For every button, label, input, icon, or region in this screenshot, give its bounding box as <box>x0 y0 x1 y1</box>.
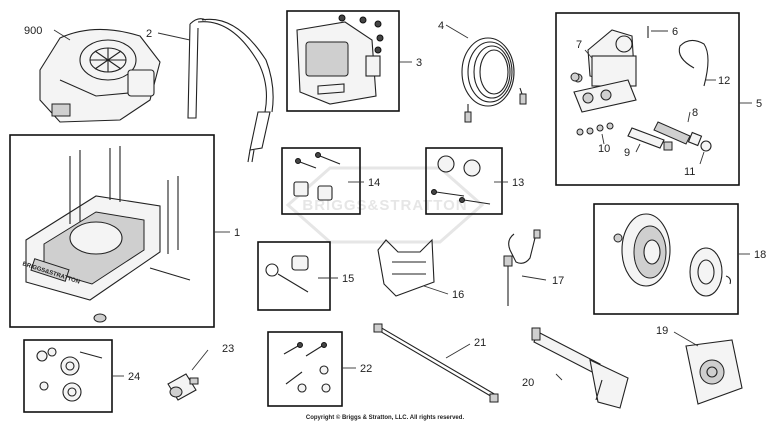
copyright-text: Copyright © Briggs & Stratton, LLC. All … <box>306 414 465 421</box>
callout-13: 13 <box>512 177 524 189</box>
part-20-spray-gun[interactable] <box>531 327 629 409</box>
part-12-hose-tube[interactable] <box>678 39 709 87</box>
callout-14: 14 <box>368 177 380 189</box>
callout-5: 5 <box>756 98 762 110</box>
part-13-wheel-hardware[interactable] <box>431 155 491 205</box>
box-14 <box>281 147 361 215</box>
callout-11: 11 <box>684 166 695 178</box>
part-7-pump-cap[interactable] <box>570 72 580 82</box>
part-14-handle-hardware[interactable] <box>293 152 341 201</box>
callout-16: 16 <box>452 289 464 301</box>
callout-1: 1 <box>234 227 240 239</box>
part-24-wheel-hardware-kit[interactable] <box>36 347 103 402</box>
callout-23: 23 <box>222 343 234 355</box>
part-10-o-ring-kit[interactable] <box>576 122 614 136</box>
part-22-hardware-kit[interactable] <box>283 342 331 393</box>
box-22 <box>267 331 343 407</box>
callout-21: 21 <box>474 337 486 349</box>
box-18 <box>593 203 739 315</box>
part-5-pump-assembly[interactable] <box>573 29 637 113</box>
part-3-control-panel[interactable] <box>296 14 384 105</box>
part-15-handle-knob[interactable] <box>265 255 309 293</box>
part-21-wand[interactable] <box>373 323 499 403</box>
callout-10: 10 <box>598 143 610 155</box>
callout-22: 22 <box>360 363 372 375</box>
part-23-nozzle[interactable] <box>167 373 199 401</box>
callout-12: 12 <box>718 75 730 87</box>
callout-17: 17 <box>552 275 564 287</box>
part-4-high-pressure-hose[interactable] <box>461 37 527 123</box>
callout-20: 20 <box>522 377 534 389</box>
box-13 <box>425 147 503 215</box>
part-11-nozzle-adapter[interactable] <box>700 140 712 152</box>
part-17-detergent-tube[interactable] <box>503 229 541 306</box>
box-24 <box>23 339 113 413</box>
part-1-frame[interactable]: BRIGGS&STRATTON <box>21 146 191 323</box>
part-8-pump-fitting[interactable] <box>653 121 703 147</box>
callout-19: 19 <box>656 325 668 337</box>
callout-7: 7 <box>576 39 582 51</box>
part-9-inlet-fitting[interactable] <box>627 127 673 151</box>
callout-4: 4 <box>438 20 444 32</box>
watermark: BRIGGS&STRATTON <box>285 166 485 244</box>
callout-3: 3 <box>416 57 422 69</box>
callout-9: 9 <box>624 147 630 159</box>
box-3 <box>286 10 400 112</box>
box-15 <box>257 241 331 311</box>
callout-900: 900 <box>24 25 42 37</box>
box-1 <box>9 134 215 328</box>
callout-24: 24 <box>128 371 140 383</box>
callout-18: 18 <box>754 249 766 261</box>
part-900-engine[interactable] <box>39 28 161 123</box>
callout-2: 2 <box>146 28 152 40</box>
callout-15: 15 <box>342 273 354 285</box>
callout-8: 8 <box>692 107 698 119</box>
callout-6: 6 <box>672 26 678 38</box>
box-5 <box>555 12 740 186</box>
part-16-gun-holder[interactable] <box>377 238 435 297</box>
part-18-wheel-assembly[interactable] <box>613 213 732 297</box>
part-19-hose-reel-bracket[interactable] <box>685 339 743 405</box>
part-2-handle[interactable] <box>187 18 274 163</box>
